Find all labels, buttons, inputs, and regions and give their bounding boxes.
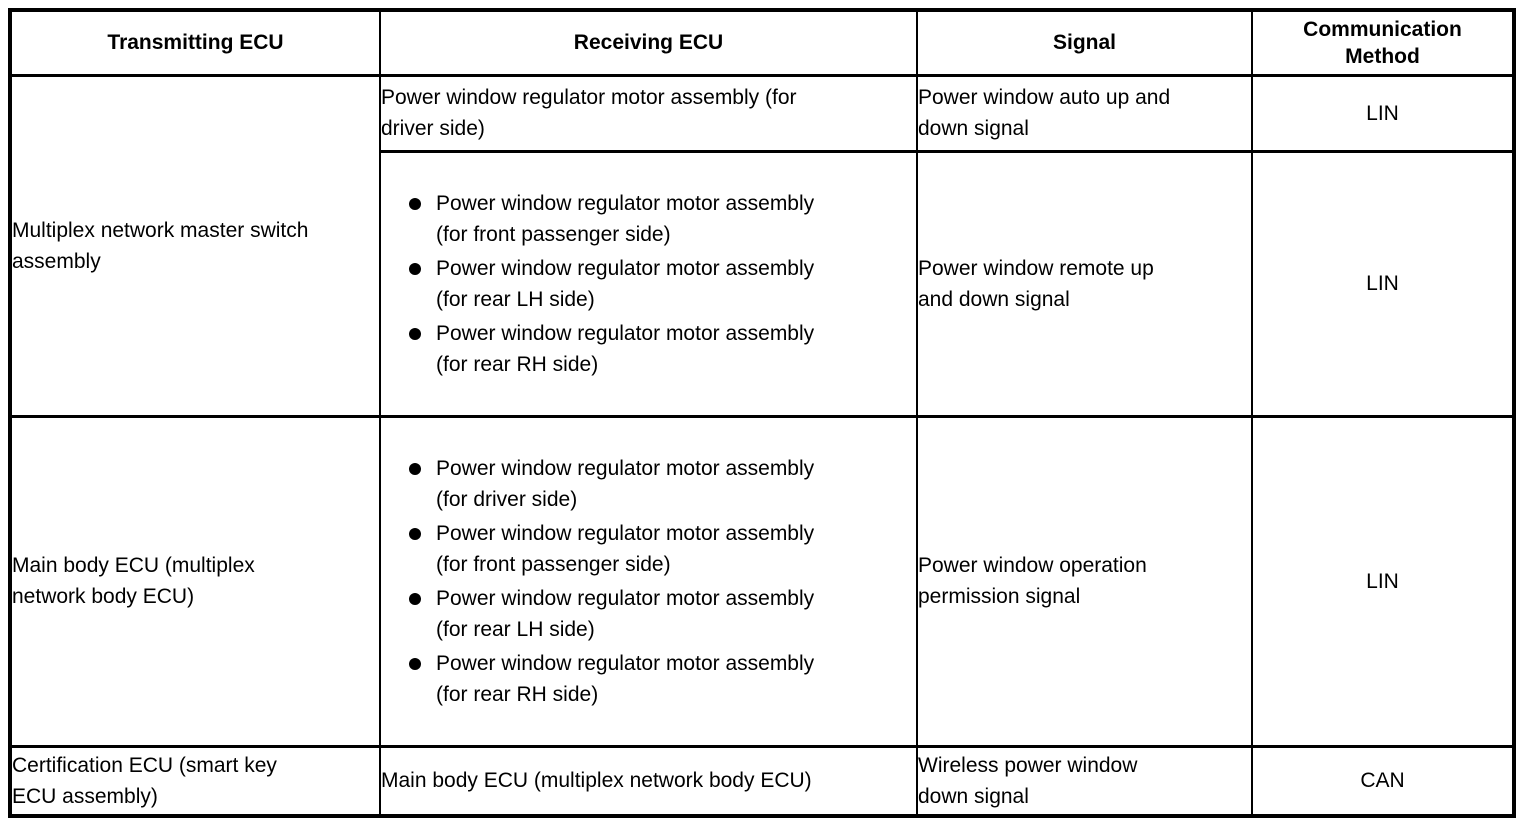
cell-receiving-ecu: Power window regulator motor assembly (f… [379, 149, 918, 418]
list-item: Power window regulator motor assembly (f… [382, 188, 910, 250]
bullet-icon [409, 592, 421, 605]
cell-receiving-ecu: Main body ECU (multiplex network body EC… [379, 744, 918, 818]
list-item: Power window regulator motor assembly (f… [382, 253, 910, 315]
table-row: Main body ECU (multiplex network body EC… [9, 414, 1515, 748]
cell-communication-method: LIN [1251, 73, 1515, 153]
list-item-label: Power window regulator motor assembly (f… [436, 651, 815, 706]
header-row: Transmitting ECU Receiving ECU Signal Co… [9, 8, 1515, 77]
list-item: Power window regulator motor assembly (f… [382, 648, 910, 710]
header-communication-method: Communication Method [1251, 8, 1515, 77]
list-item: Power window regulator motor assembly (f… [382, 583, 910, 645]
list-item: Power window regulator motor assembly (f… [382, 318, 910, 380]
cell-communication-method: CAN [1251, 744, 1515, 818]
cell-transmitting-ecu: Main body ECU (multiplex network body EC… [9, 414, 381, 748]
cell-receiving-ecu: Power window regulator motor assembly (f… [379, 73, 918, 153]
header-receiving-ecu: Receiving ECU [379, 8, 918, 77]
list-item-label: Power window regulator motor assembly (f… [436, 321, 815, 376]
cell-signal: Power window auto up and down signal [916, 73, 1253, 153]
list-item-label: Power window regulator motor assembly (f… [436, 256, 815, 311]
list-item-label: Power window regulator motor assembly (f… [436, 191, 815, 246]
list-item: Power window regulator motor assembly (f… [382, 453, 910, 515]
bullet-icon [409, 327, 421, 340]
table-row: Power window regulator motor assembly (f… [10, 149, 1515, 418]
cell-signal: Wireless power window down signal [916, 744, 1253, 818]
cell-signal: Power window remote up and down signal [916, 149, 1253, 418]
header-transmitting-ecu: Transmitting ECU [9, 8, 381, 77]
list-item-label: Power window regulator motor assembly (f… [436, 456, 815, 511]
list-item: Power window regulator motor assembly (f… [382, 518, 910, 580]
cell-receiving-ecu: Power window regulator motor assembly (f… [379, 414, 918, 748]
list-item-label: Power window regulator motor assembly (f… [436, 586, 815, 641]
receiving-ecu-list: Power window regulator motor assembly (f… [382, 449, 915, 714]
bullet-icon [409, 462, 421, 475]
bullet-icon [409, 197, 421, 210]
receiving-ecu-list: Power window regulator motor assembly (f… [382, 184, 915, 384]
cell-transmitting-ecu: Certification ECU (smart key ECU assembl… [9, 744, 381, 818]
bullet-icon [409, 262, 421, 275]
cell-signal: Power window operation permission signal [916, 414, 1253, 748]
header-signal: Signal [916, 8, 1253, 77]
bullet-icon [409, 527, 421, 540]
cell-communication-method: LIN [1251, 414, 1515, 748]
cell-transmitting-ecu: Multiplex network master switch assembly [9, 73, 381, 418]
cell-communication-method: LIN [1251, 149, 1515, 418]
table-row: Certification ECU (smart key ECU assembl… [9, 744, 1515, 818]
table-row: Multiplex network master switch assembly… [9, 73, 1515, 418]
ecu-communication-table: Transmitting ECU Receiving ECU Signal Co… [8, 8, 1516, 818]
bullet-icon [409, 657, 421, 670]
list-item-label: Power window regulator motor assembly (f… [436, 521, 815, 576]
